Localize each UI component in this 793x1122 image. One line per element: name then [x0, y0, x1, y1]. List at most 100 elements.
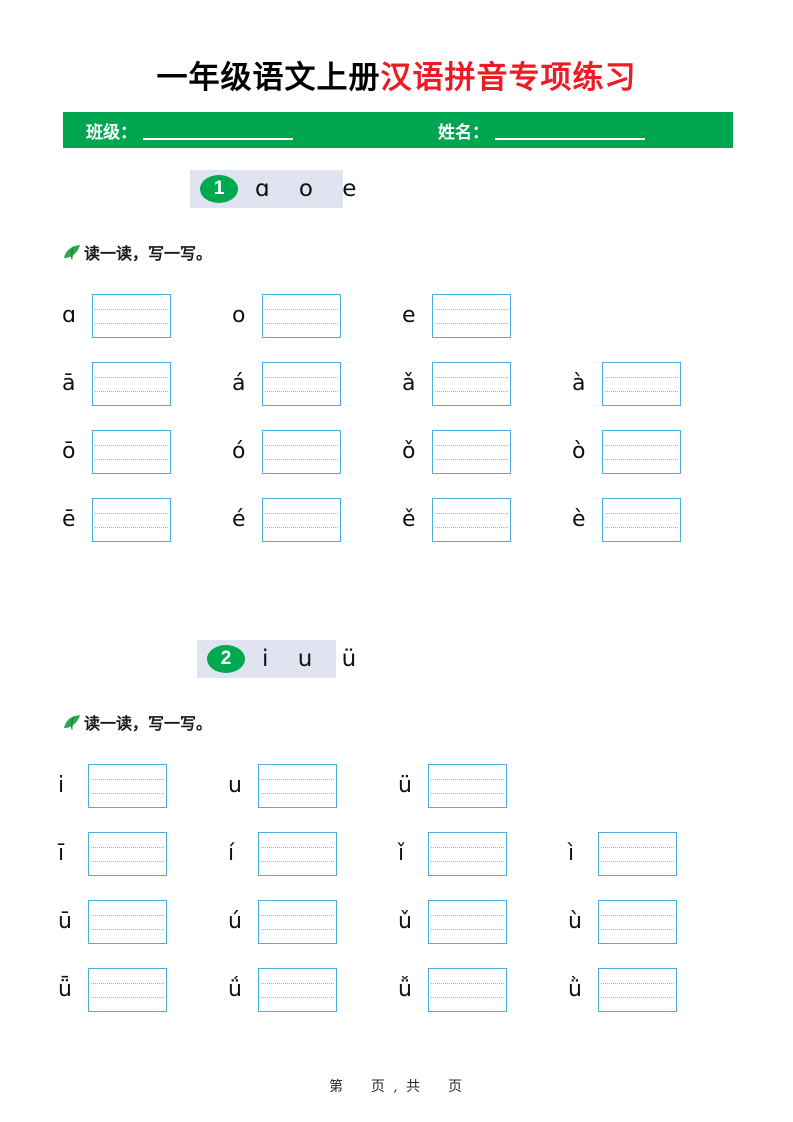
- practice-row: ā á ǎ à: [0, 360, 793, 408]
- practice-cell: ǒ: [402, 428, 511, 476]
- writing-grid-box[interactable]: [432, 294, 511, 338]
- writing-grid-box[interactable]: [598, 900, 677, 944]
- practice-cell: è: [572, 496, 681, 544]
- practice-row: i u ü: [0, 762, 793, 810]
- practice-cell: ú: [228, 898, 337, 946]
- practice-letter: ó: [232, 439, 246, 464]
- practice-cell: ɑ: [62, 292, 171, 340]
- writing-grid-box[interactable]: [602, 430, 681, 474]
- writing-grid-box[interactable]: [88, 764, 167, 808]
- writing-grid-box[interactable]: [262, 498, 341, 542]
- class-input-rule[interactable]: [143, 138, 293, 140]
- practice-letter: ā: [62, 371, 76, 396]
- name-input-rule[interactable]: [495, 138, 645, 140]
- practice-row: ī í ǐ ì: [0, 830, 793, 878]
- name-label: 姓名：: [438, 122, 489, 143]
- practice-row: ɑ o e: [0, 292, 793, 340]
- practice-letter: ē: [62, 507, 76, 532]
- writing-grid-box[interactable]: [262, 362, 341, 406]
- writing-grid-box[interactable]: [88, 832, 167, 876]
- class-label: 班级：: [86, 122, 137, 143]
- name-field: 姓名：: [438, 112, 645, 148]
- writing-grid-box[interactable]: [428, 968, 507, 1012]
- section-letters-1: ɑ o e: [255, 176, 368, 202]
- writing-grid-box[interactable]: [602, 498, 681, 542]
- practice-letter: á: [232, 371, 246, 396]
- writing-grid-box[interactable]: [92, 294, 171, 338]
- practice-letter: à: [572, 371, 586, 396]
- practice-row: ǖ ǘ ǚ ǜ: [0, 966, 793, 1014]
- leaf-icon: [64, 715, 80, 730]
- writing-grid-box[interactable]: [262, 294, 341, 338]
- practice-row: ē é ě è: [0, 496, 793, 544]
- practice-cell: ü: [398, 762, 507, 810]
- practice-cell: ǔ: [398, 898, 507, 946]
- practice-letter: é: [232, 507, 246, 532]
- writing-grid-box[interactable]: [92, 430, 171, 474]
- writing-grid-box[interactable]: [602, 362, 681, 406]
- practice-cell: ē: [62, 496, 171, 544]
- page-footer: 第 页 , 共 页: [329, 1079, 464, 1095]
- practice-letter: ü: [398, 773, 412, 798]
- instruction-text-1: 读一读，写一写。: [84, 244, 213, 263]
- practice-cell: ā: [62, 360, 171, 408]
- writing-grid-box[interactable]: [88, 968, 167, 1012]
- writing-grid-box[interactable]: [262, 430, 341, 474]
- practice-letter: ǎ: [402, 371, 416, 396]
- writing-grid-box[interactable]: [88, 900, 167, 944]
- practice-row: ō ó ǒ ò: [0, 428, 793, 476]
- practice-letter: o: [232, 303, 246, 328]
- practice-cell: u: [228, 762, 337, 810]
- writing-grid-box[interactable]: [258, 900, 337, 944]
- practice-cell: ū: [58, 898, 167, 946]
- practice-cell: o: [232, 292, 341, 340]
- practice-letter: ū: [58, 909, 72, 934]
- practice-letter: e: [402, 303, 416, 328]
- practice-letter: ǖ: [58, 977, 72, 1002]
- practice-cell: é: [232, 496, 341, 544]
- section-header-2: 2 i u ü: [197, 640, 356, 678]
- section-number-badge-2: 2: [207, 645, 245, 673]
- practice-letter: ù: [568, 909, 582, 934]
- practice-letter: ǜ: [568, 977, 582, 1002]
- writing-grid-box[interactable]: [92, 498, 171, 542]
- class-field: 班级：: [86, 112, 293, 148]
- leaf-icon: [64, 245, 80, 260]
- practice-letter: í: [228, 841, 235, 866]
- practice-letter: è: [572, 507, 586, 532]
- practice-letter: ǒ: [402, 439, 416, 464]
- writing-grid-box[interactable]: [598, 832, 677, 876]
- practice-letter: ú: [228, 909, 242, 934]
- writing-grid-box[interactable]: [432, 498, 511, 542]
- practice-letter: ò: [572, 439, 586, 464]
- section-header-1: 1 ɑ o e: [190, 170, 356, 208]
- writing-grid-box[interactable]: [258, 764, 337, 808]
- writing-grid-box[interactable]: [432, 430, 511, 474]
- writing-grid-box[interactable]: [428, 764, 507, 808]
- practice-letter: ǚ: [398, 977, 412, 1002]
- practice-cell: ī: [58, 830, 167, 878]
- writing-grid-box[interactable]: [92, 362, 171, 406]
- writing-grid-box[interactable]: [428, 832, 507, 876]
- practice-cell: à: [572, 360, 681, 408]
- practice-cell: ò: [572, 428, 681, 476]
- practice-cell: ó: [232, 428, 341, 476]
- page-title: 一年级语文上册汉语拼音专项练习: [0, 52, 793, 97]
- practice-cell: ǎ: [402, 360, 511, 408]
- practice-cell: ǜ: [568, 966, 677, 1014]
- writing-grid-box[interactable]: [428, 900, 507, 944]
- writing-grid-box[interactable]: [432, 362, 511, 406]
- writing-grid-box[interactable]: [598, 968, 677, 1012]
- writing-grid-box[interactable]: [258, 968, 337, 1012]
- writing-grid-box[interactable]: [258, 832, 337, 876]
- instruction-2: 读一读，写一写。: [62, 710, 212, 734]
- practice-cell: ǖ: [58, 966, 167, 1014]
- practice-cell: ō: [62, 428, 171, 476]
- practice-letter: ǔ: [398, 909, 412, 934]
- practice-cell: ì: [568, 830, 677, 878]
- practice-cell: ǚ: [398, 966, 507, 1014]
- page-title-red: 汉语拼音专项练习: [380, 60, 637, 96]
- instruction-text-2: 读一读，写一写。: [84, 714, 213, 733]
- practice-cell: ǐ: [398, 830, 507, 878]
- practice-letter: ì: [568, 841, 575, 866]
